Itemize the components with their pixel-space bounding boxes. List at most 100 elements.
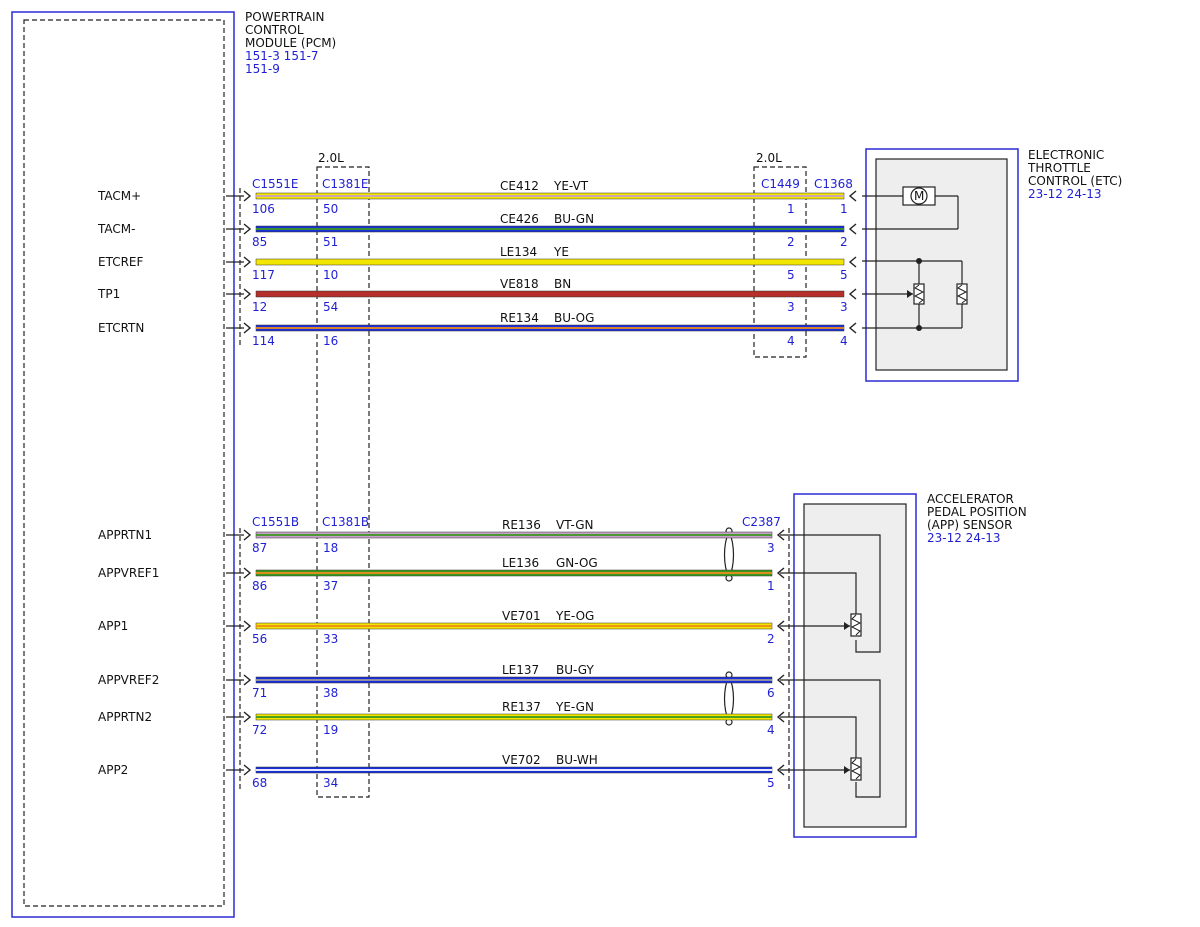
pcm-pin-number: 117	[252, 268, 275, 282]
app2-zigzag	[850, 758, 862, 780]
signal-label: APP2	[98, 763, 128, 777]
wire-re137-stripe	[256, 716, 772, 718]
pcm-pin-arrow	[243, 567, 252, 579]
etc-ref-1[interactable]: 23-12 24-13	[1028, 187, 1102, 201]
connector-top-mid[interactable]: C1449	[761, 177, 800, 191]
circuit-label: LE137	[502, 663, 539, 677]
etc-pin-number: 1	[840, 202, 848, 216]
app2-ref-path	[780, 679, 881, 798]
wire-color-code: BN	[554, 277, 571, 291]
connector-top-inline[interactable]: C1381E	[322, 177, 369, 191]
app1-wiper-arrow	[844, 622, 850, 630]
signal-label: APPRTN1	[98, 528, 152, 542]
inline-connector-c1381-outline	[316, 166, 370, 798]
wire-le136[interactable]	[255, 569, 773, 577]
pcm-ref-2[interactable]: 151-9	[245, 62, 280, 76]
wire-ve818[interactable]	[255, 290, 845, 298]
app2-rtn-path	[780, 716, 857, 758]
pcm-pin-number: 106	[252, 202, 275, 216]
etc-tp1-zigzag	[913, 284, 925, 304]
pcm-pin-number: 85	[252, 235, 267, 249]
pcm-pin-number: 12	[252, 300, 267, 314]
wire-color-code: YE-VT	[553, 179, 589, 193]
connector-bot-app[interactable]: C2387	[742, 515, 781, 529]
mid-pin-number: 4	[787, 334, 795, 348]
inline-pin-number: 16	[323, 334, 338, 348]
etc-tp1-wiper-arrow	[907, 290, 913, 298]
wire-ve701[interactable]	[255, 622, 773, 630]
wire-color-code: GN-OG	[556, 556, 598, 570]
etc-title-2: THROTTLE	[1027, 161, 1091, 175]
wire-ce426-stripe	[256, 228, 844, 230]
connector-top-etc[interactable]: C1368	[814, 177, 853, 191]
pcm-title-1: POWERTRAIN	[245, 10, 325, 24]
pcm-pin-number: 72	[252, 723, 267, 737]
circuit-label: LE134	[500, 245, 537, 259]
app-pin-number: 6	[767, 686, 775, 700]
inline-pin-number: 19	[323, 723, 338, 737]
pcm-pin-arrow	[243, 529, 252, 541]
wire-le137[interactable]	[255, 676, 773, 684]
signal-label: APPRTN2	[98, 710, 152, 724]
inline-pin-number: 10	[323, 268, 338, 282]
app-pin-number: 3	[767, 541, 775, 555]
app1-rtn-path	[780, 534, 881, 653]
etc-pin-arrow	[848, 223, 857, 235]
circuit-label: CE426	[500, 212, 539, 226]
signal-label: TACM-	[97, 222, 135, 236]
etc-pin-arrow	[848, 256, 857, 268]
connector-top-pcm[interactable]: C1551E	[252, 177, 299, 191]
inline-pin-number: 38	[323, 686, 338, 700]
app1-ref-path	[780, 572, 857, 614]
wire-ce412[interactable]	[255, 192, 845, 200]
app-ref-1[interactable]: 23-12 24-13	[927, 531, 1001, 545]
app-pin-number: 4	[767, 723, 775, 737]
pcm-module-inner	[23, 19, 225, 907]
signal-label: TP1	[97, 287, 120, 301]
pcm-pin-number: 71	[252, 686, 267, 700]
wire-re136[interactable]	[255, 531, 773, 539]
app-pin-number: 1	[767, 579, 775, 593]
mid-pin-number: 2	[787, 235, 795, 249]
wire-ve702[interactable]	[255, 766, 773, 774]
etc-pin-number: 3	[840, 300, 848, 314]
signal-label: APPVREF1	[98, 566, 159, 580]
inline-pin-number: 18	[323, 541, 338, 555]
wire-re134-stripe	[256, 327, 844, 329]
mid-pin-number: 1	[787, 202, 795, 216]
circuit-label: VE701	[502, 609, 541, 623]
wire-ve701-stripe	[256, 625, 772, 627]
wire-color-code: BU-OG	[554, 311, 594, 325]
pcm-pin-arrow	[243, 223, 252, 235]
wire-re137[interactable]	[255, 713, 773, 721]
signal-label: APPVREF2	[98, 673, 159, 687]
pcm-pin-number: 87	[252, 541, 267, 555]
wire-ve818-base	[255, 290, 845, 298]
etc-pin-arrow	[848, 190, 857, 202]
wire-le134[interactable]	[255, 258, 845, 266]
app-title-1: ACCELERATOR	[927, 492, 1014, 506]
engine-tag-right: 2.0L	[756, 151, 782, 165]
etc-motor-label: M	[914, 189, 924, 203]
inline-pin-number: 54	[323, 300, 338, 314]
signal-label: ETCREF	[98, 255, 144, 269]
pcm-pin-arrow	[243, 256, 252, 268]
pcm-pin-number: 114	[252, 334, 275, 348]
wire-le137-stripe	[256, 679, 772, 681]
pcm-pin-number: 68	[252, 776, 267, 790]
pcm-title-2: CONTROL	[245, 23, 304, 37]
pcm-ref-1[interactable]: 151-3 151-7	[245, 49, 319, 63]
pcm-pin-arrow	[243, 288, 252, 300]
inline-pin-number: 34	[323, 776, 338, 790]
app2-wiper-arrow	[844, 766, 850, 774]
pcm-module-box	[11, 11, 235, 918]
wire-re134[interactable]	[255, 324, 845, 332]
wire-ce426[interactable]	[255, 225, 845, 233]
etc-tp2-zigzag	[956, 284, 968, 304]
etc-pin-number: 5	[840, 268, 848, 282]
pcm-pin-arrow	[243, 764, 252, 776]
connector-bot-inline[interactable]: C1381B	[322, 515, 369, 529]
etc-pin-number: 2	[840, 235, 848, 249]
connector-bot-pcm[interactable]: C1551B	[252, 515, 299, 529]
